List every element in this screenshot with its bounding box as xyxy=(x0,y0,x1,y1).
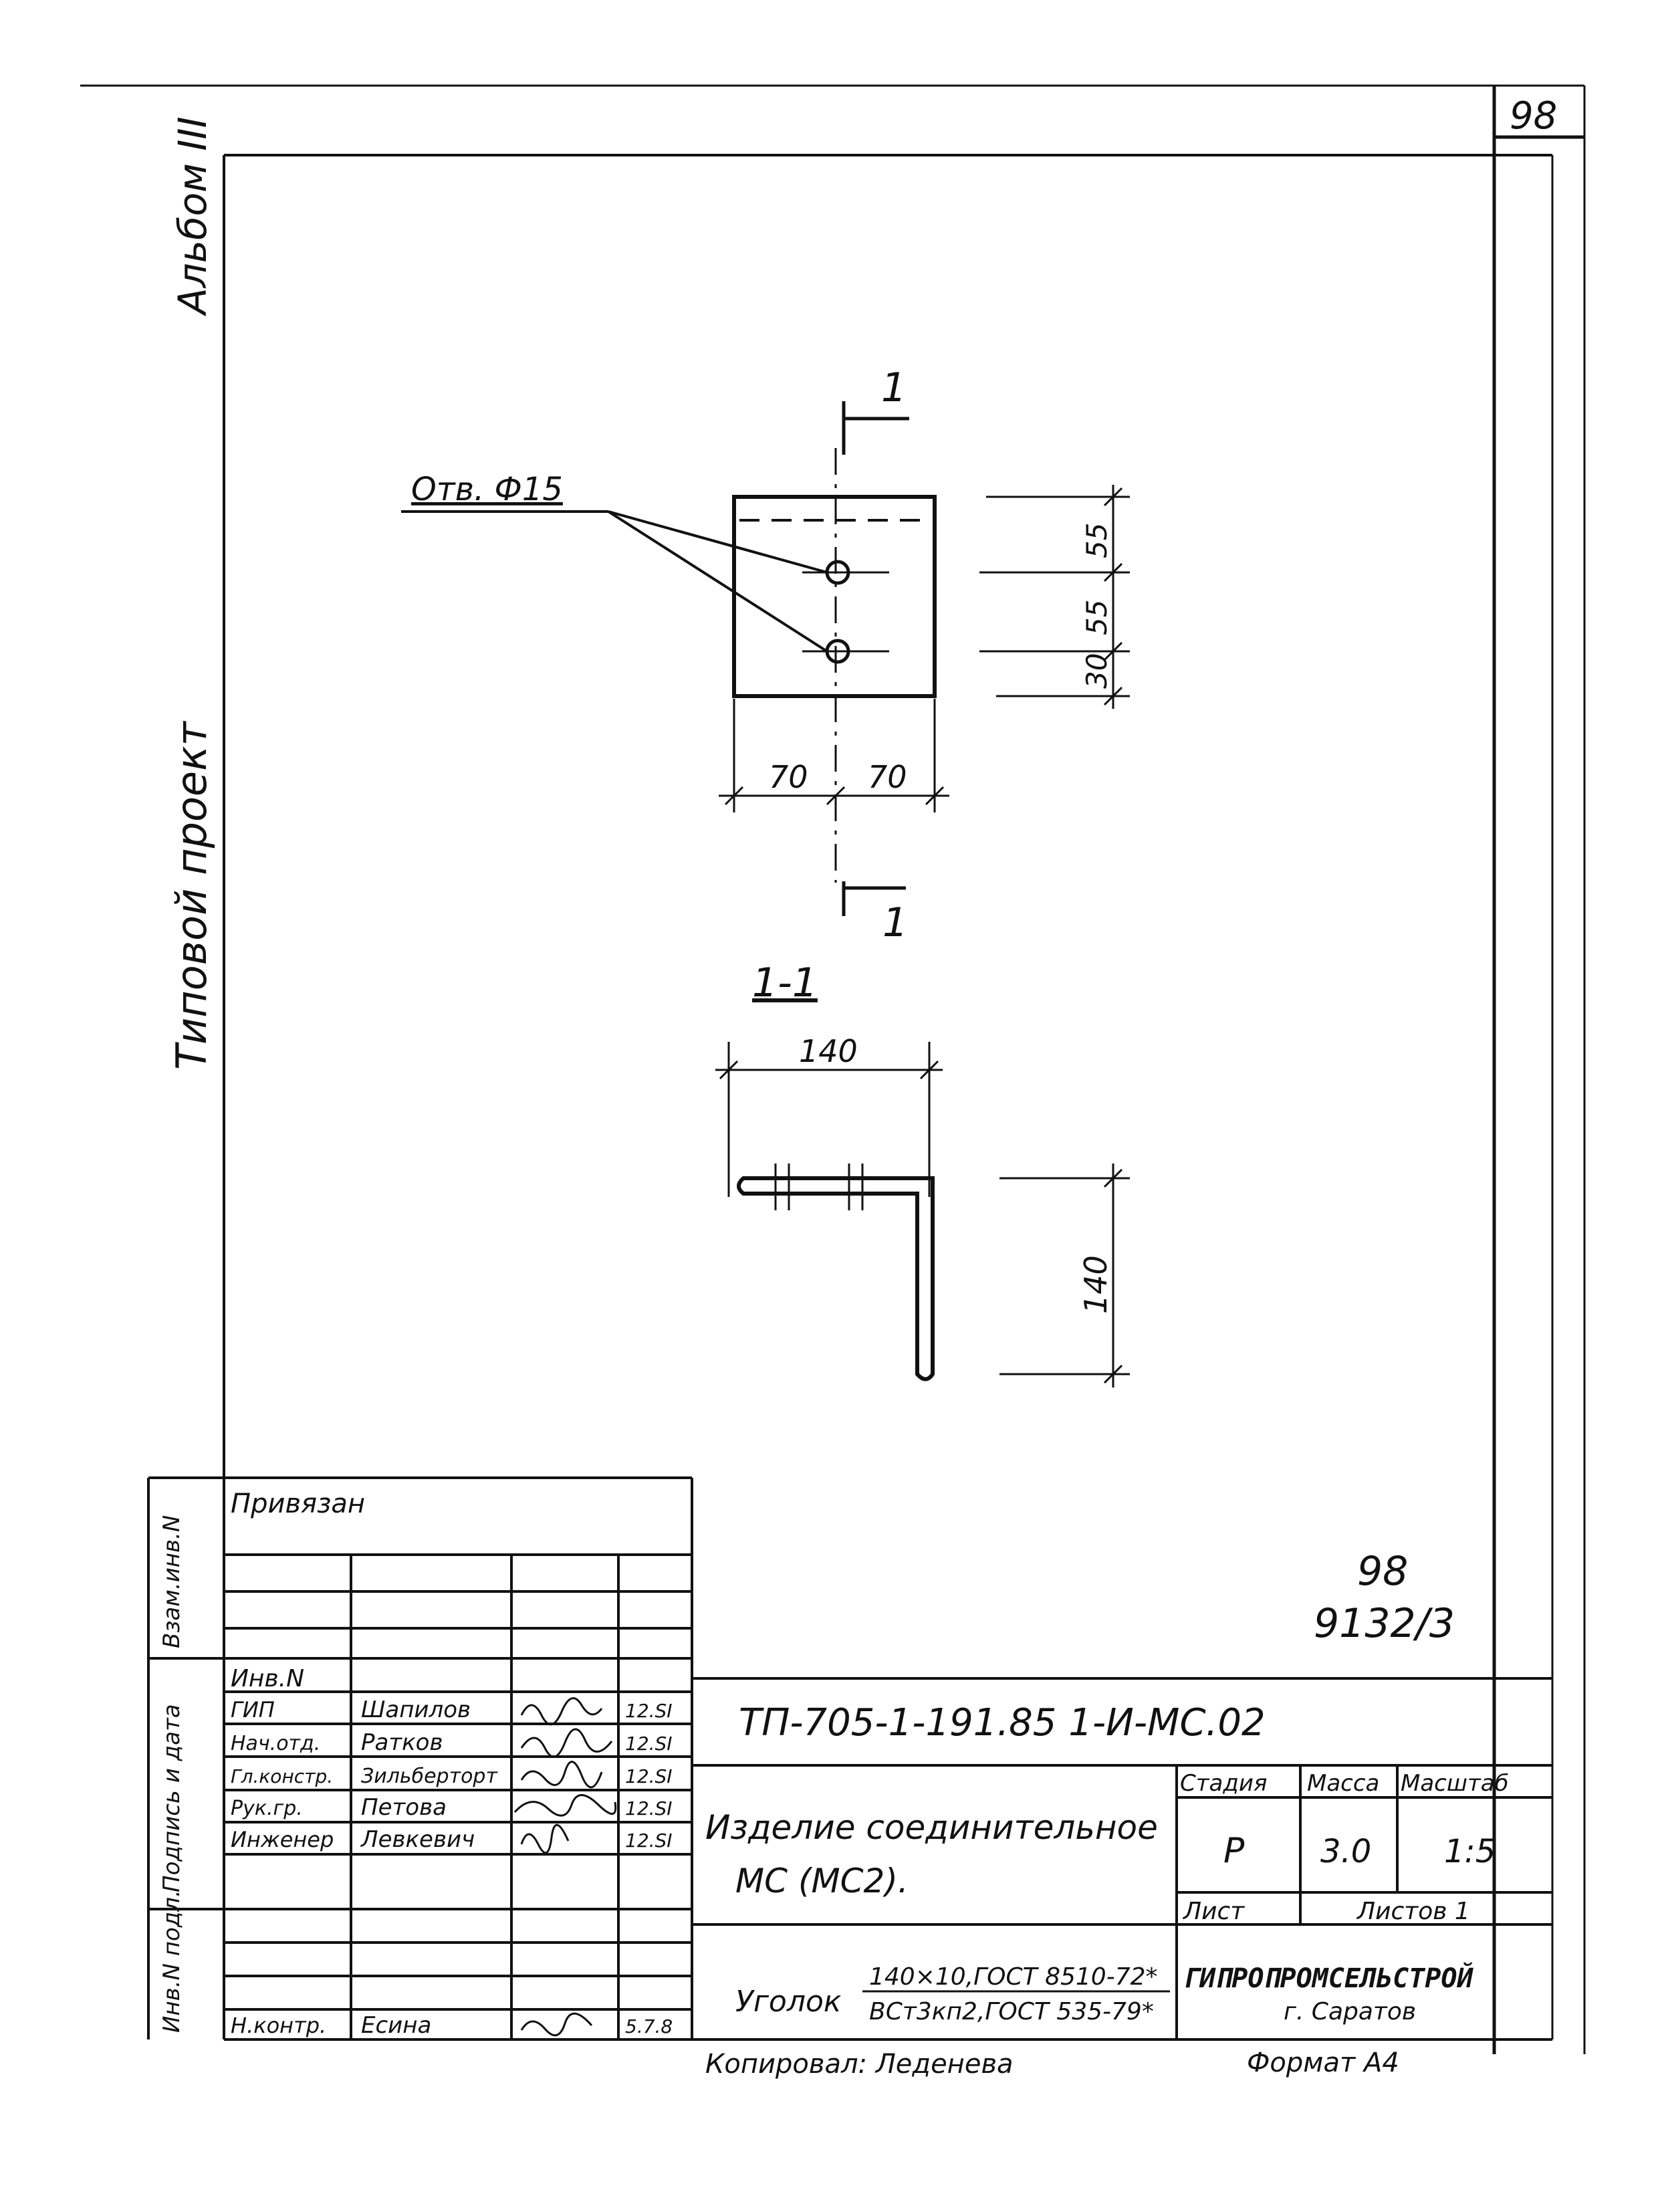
doc-code: ТП-705-1-191.85 1-И-МС.02 xyxy=(739,1701,1266,1745)
margin-podpis: Подпись и дата xyxy=(158,1704,185,1892)
section-mark-top xyxy=(842,401,909,455)
row-name-2: Зильберторт xyxy=(361,1765,498,1788)
stamp-inv-n: Инв.N xyxy=(231,1665,304,1692)
project-label: Типовой проект xyxy=(167,720,216,1070)
row-date-2: 12.SI xyxy=(625,1765,673,1787)
margin-inv-podl: Инв.N подл. xyxy=(158,1890,185,2033)
section-mark-top-label: 1 xyxy=(881,364,907,411)
section-title: 1-1 xyxy=(752,960,818,1006)
material-bottom: ВСт3кп2,ГОСТ 535-79* xyxy=(869,1998,1154,2025)
material-top: 140×10,ГОСТ 8510-72* xyxy=(869,1963,1158,1991)
sheet-frame xyxy=(80,84,1586,2054)
row-date-0: 12.SI xyxy=(625,1700,673,1722)
stamp-privyazan: Привязан xyxy=(231,1488,365,1519)
row-date-4: 12.SI xyxy=(625,1830,673,1852)
row-role-2: Гл.констр. xyxy=(231,1765,333,1787)
row-date-1: 12.SI xyxy=(625,1733,673,1755)
album-label: Альбом III xyxy=(170,116,215,317)
margin-vzam: Взам.инв.N xyxy=(158,1515,185,1648)
section-width-dim xyxy=(715,1042,943,1197)
org-name: ГИПРОПРОМСЕЛЬСТРОЙ xyxy=(1183,1962,1473,1994)
section-height-dim xyxy=(999,1164,1130,1388)
material-label: Уголок xyxy=(735,1985,842,2019)
stamp-right-grid xyxy=(692,1677,1552,2039)
margin-strip xyxy=(147,1476,224,2039)
n-kontr-role: Н.контр. xyxy=(231,2013,326,2038)
listov-label: Листов 1 xyxy=(1356,1898,1470,1925)
massa-value: 3.0 xyxy=(1320,1833,1371,1870)
dim-h-top: 55 xyxy=(1080,523,1113,558)
stamp-left-grid xyxy=(224,1476,693,2039)
signatures xyxy=(513,1697,617,2037)
dim-w-right: 70 xyxy=(868,759,907,795)
massa-label: Масса xyxy=(1307,1770,1379,1797)
angle-section xyxy=(737,1164,935,1381)
title-line1: Изделие соединительное xyxy=(705,1808,1158,1847)
plan-width-dims xyxy=(719,699,949,812)
sheet-ref-line1: 98 xyxy=(1357,1548,1408,1595)
n-kontr-date: 5.7.8 xyxy=(625,2015,673,2037)
stadia-value: Р xyxy=(1223,1831,1245,1871)
org-city: г. Саратов xyxy=(1284,1998,1416,2025)
plan-height-dims xyxy=(979,485,1130,709)
stadia-label: Стадия xyxy=(1180,1770,1267,1797)
section-mark-bottom xyxy=(842,881,906,916)
dim-h-bottom: 30 xyxy=(1080,653,1113,689)
row-role-3: Рук.гр. xyxy=(231,1797,303,1820)
stamp-signature-rows: ГИП Шапилов 12.SI Нач.отд. Ратков 12.SI … xyxy=(231,1696,673,2039)
section-mark-bottom-label: 1 xyxy=(882,899,908,946)
title-line2: МС (МС2). xyxy=(735,1862,909,1900)
dim-sect-height: 140 xyxy=(1078,1255,1114,1314)
copied-by: Копировал: Леденева xyxy=(705,2049,1014,2080)
sheet-ref-line2: 9132/3 xyxy=(1314,1600,1455,1647)
masshtab-value: 1:5 xyxy=(1444,1833,1496,1870)
row-name-1: Ратков xyxy=(361,1729,443,1756)
hole-callout: Отв. Ф15 xyxy=(411,471,563,508)
dim-w-left: 70 xyxy=(769,759,808,795)
plan-view xyxy=(732,448,937,883)
format-label: Формат А4 xyxy=(1247,2048,1399,2078)
row-name-4: Левкевич xyxy=(360,1826,475,1853)
row-role-0: ГИП xyxy=(231,1697,275,1723)
masshtab-label: Масштаб xyxy=(1401,1770,1509,1797)
page-number: 98 xyxy=(1510,94,1557,138)
list-label: Лист xyxy=(1182,1898,1245,1925)
row-name-3: Петова xyxy=(361,1794,447,1821)
dim-sect-width: 140 xyxy=(799,1033,858,1069)
row-name-0: Шапилов xyxy=(361,1696,471,1723)
dim-h-mid: 55 xyxy=(1080,600,1113,635)
hole-leader xyxy=(401,510,828,653)
row-date-3: 12.SI xyxy=(625,1797,673,1819)
row-role-4: Инженер xyxy=(231,1827,334,1852)
row-role-1: Нач.отд. xyxy=(231,1732,320,1755)
n-kontr-name: Есина xyxy=(361,2012,431,2039)
